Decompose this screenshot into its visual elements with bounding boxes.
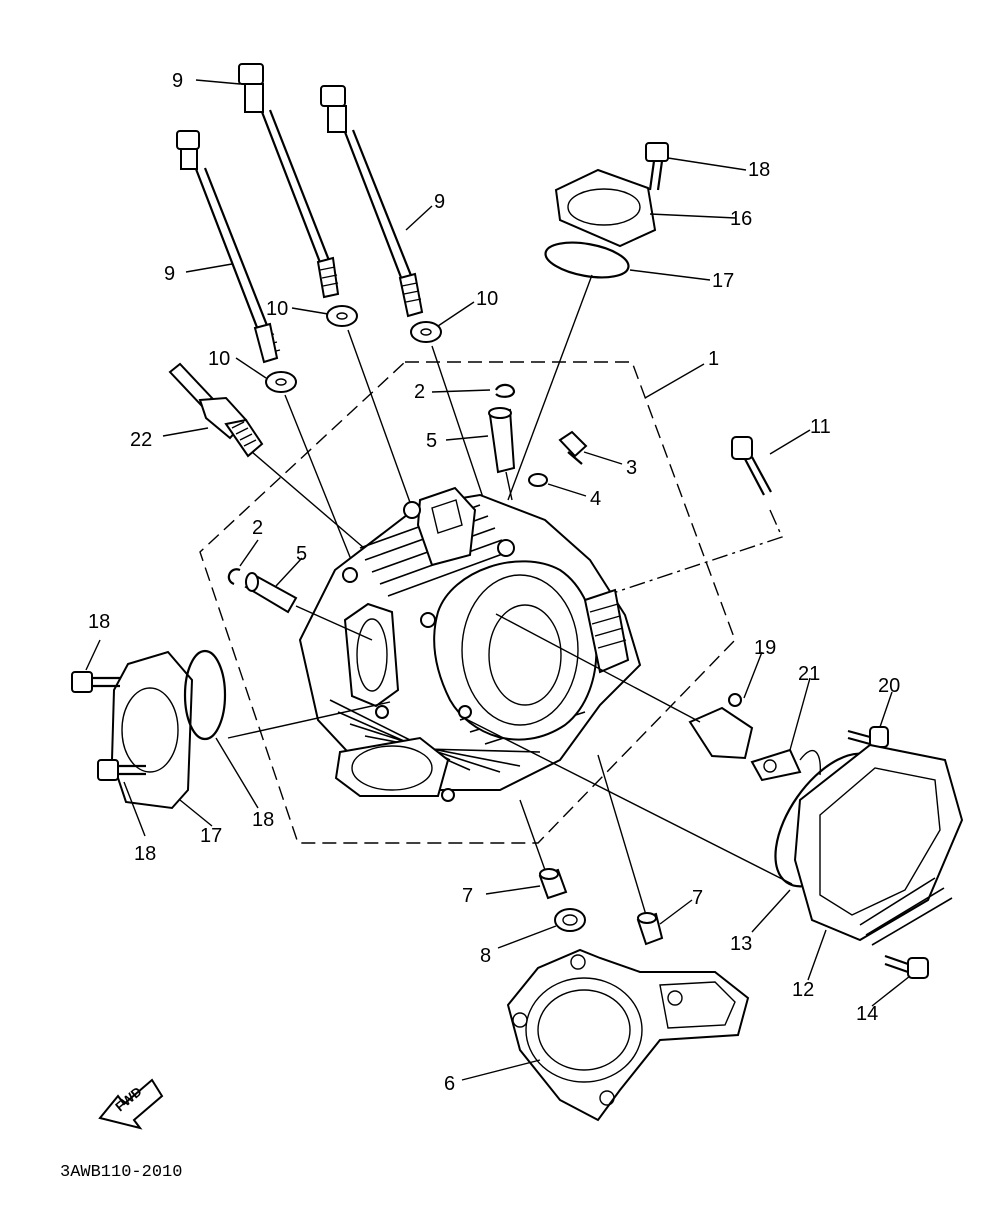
callout-14: 14 [856, 1003, 878, 1025]
callout-18: 18 [88, 611, 110, 633]
callout-4: 4 [590, 488, 601, 510]
callout-18: 18 [748, 159, 770, 181]
assembly-boundary-1 [199, 361, 736, 844]
head-bolt-9-left [176, 130, 281, 364]
leader-top-cover [507, 274, 593, 501]
callout-18: 18 [134, 843, 156, 865]
callout-10: 10 [208, 348, 230, 370]
left-cover-16 [110, 650, 194, 810]
callout-11: 11 [810, 416, 831, 438]
bolt-20 [847, 726, 889, 748]
bolt-18-top [645, 142, 669, 191]
bolt-axis-left [284, 394, 361, 583]
spark-plug-22 [168, 362, 365, 549]
bracket-21 [750, 748, 822, 782]
callout-9: 9 [164, 263, 175, 285]
washer-10-left [265, 371, 297, 393]
valve-guide-axis-left [295, 605, 373, 641]
callout-1: 1 [708, 348, 719, 370]
callout-9: 9 [434, 191, 445, 213]
valve-guide-axis-top [505, 471, 513, 501]
callout-17: 18 [252, 809, 274, 831]
valve-guide-5-left [244, 572, 298, 614]
drawing-code: 3AWB110-2010 [60, 1163, 182, 1182]
callout-8: 8 [480, 945, 491, 967]
cylinder-head [298, 486, 642, 802]
bolt-14 [884, 954, 929, 979]
washer-8 [554, 908, 586, 932]
circlip-2-top [495, 383, 516, 398]
callout-7: 7 [692, 887, 703, 909]
callout-16: 17 [200, 825, 222, 847]
leader-dashdot-11 [597, 509, 783, 599]
bolt-18-left-upper [71, 671, 120, 693]
right-cover-12 [793, 743, 964, 946]
cover-15 [554, 168, 657, 248]
callout-10: 10 [476, 288, 498, 310]
callout-22: 22 [130, 429, 152, 451]
o-ring-17-left [183, 649, 227, 741]
callout-3: 3 [626, 457, 637, 479]
leader-dowel-right [597, 754, 653, 936]
washer-4 [528, 473, 548, 487]
callout-6: 6 [444, 1073, 455, 1095]
callout-5: 5 [296, 543, 307, 565]
callout-9: 9 [172, 70, 183, 92]
washer-10-right [410, 321, 442, 343]
washer-10-middle [326, 305, 358, 327]
dowel-pin-7-right [636, 912, 664, 946]
callout-17: 17 [712, 270, 734, 292]
gasket-6 [506, 948, 750, 1122]
callout-labels: 9 9 9 10 10 10 2 5 22 3 4 1 11 18 16 17 … [88, 70, 900, 1095]
callout-10: 10 [266, 298, 288, 320]
head-bolt-9-right [320, 85, 424, 318]
callout-5: 5 [426, 430, 437, 452]
head-bolt-9-middle [238, 63, 340, 299]
callout-21: 21 [798, 663, 820, 685]
bolt-3 [558, 430, 588, 465]
o-ring-17-top [544, 241, 630, 279]
leader-right-cover [495, 613, 701, 723]
leader-left-cover [227, 701, 391, 739]
dowel-pin-7-left [538, 868, 568, 900]
leader-dowel-left [519, 799, 546, 871]
callout-15: 16 [730, 208, 752, 230]
fitting-19 [688, 693, 754, 760]
valve-guide-5-top [488, 407, 516, 474]
forward-direction-arrow-icon: FWD [98, 1078, 164, 1130]
callout-19: 19 [754, 637, 776, 659]
bolt-18-left-lower [97, 759, 146, 781]
callout-13: 13 [730, 933, 752, 955]
callout-2: 2 [252, 517, 263, 539]
callout-20: 20 [878, 675, 900, 697]
callout-12: 12 [792, 979, 814, 1001]
bolt-11 [731, 436, 772, 496]
callout-7: 7 [462, 885, 473, 907]
circlip-2-left [227, 568, 241, 586]
callout-leaders [85, 79, 911, 1081]
leader-right-long [459, 715, 793, 885]
bolt-axis-middle [347, 329, 413, 509]
callout-2: 2 [414, 381, 425, 403]
